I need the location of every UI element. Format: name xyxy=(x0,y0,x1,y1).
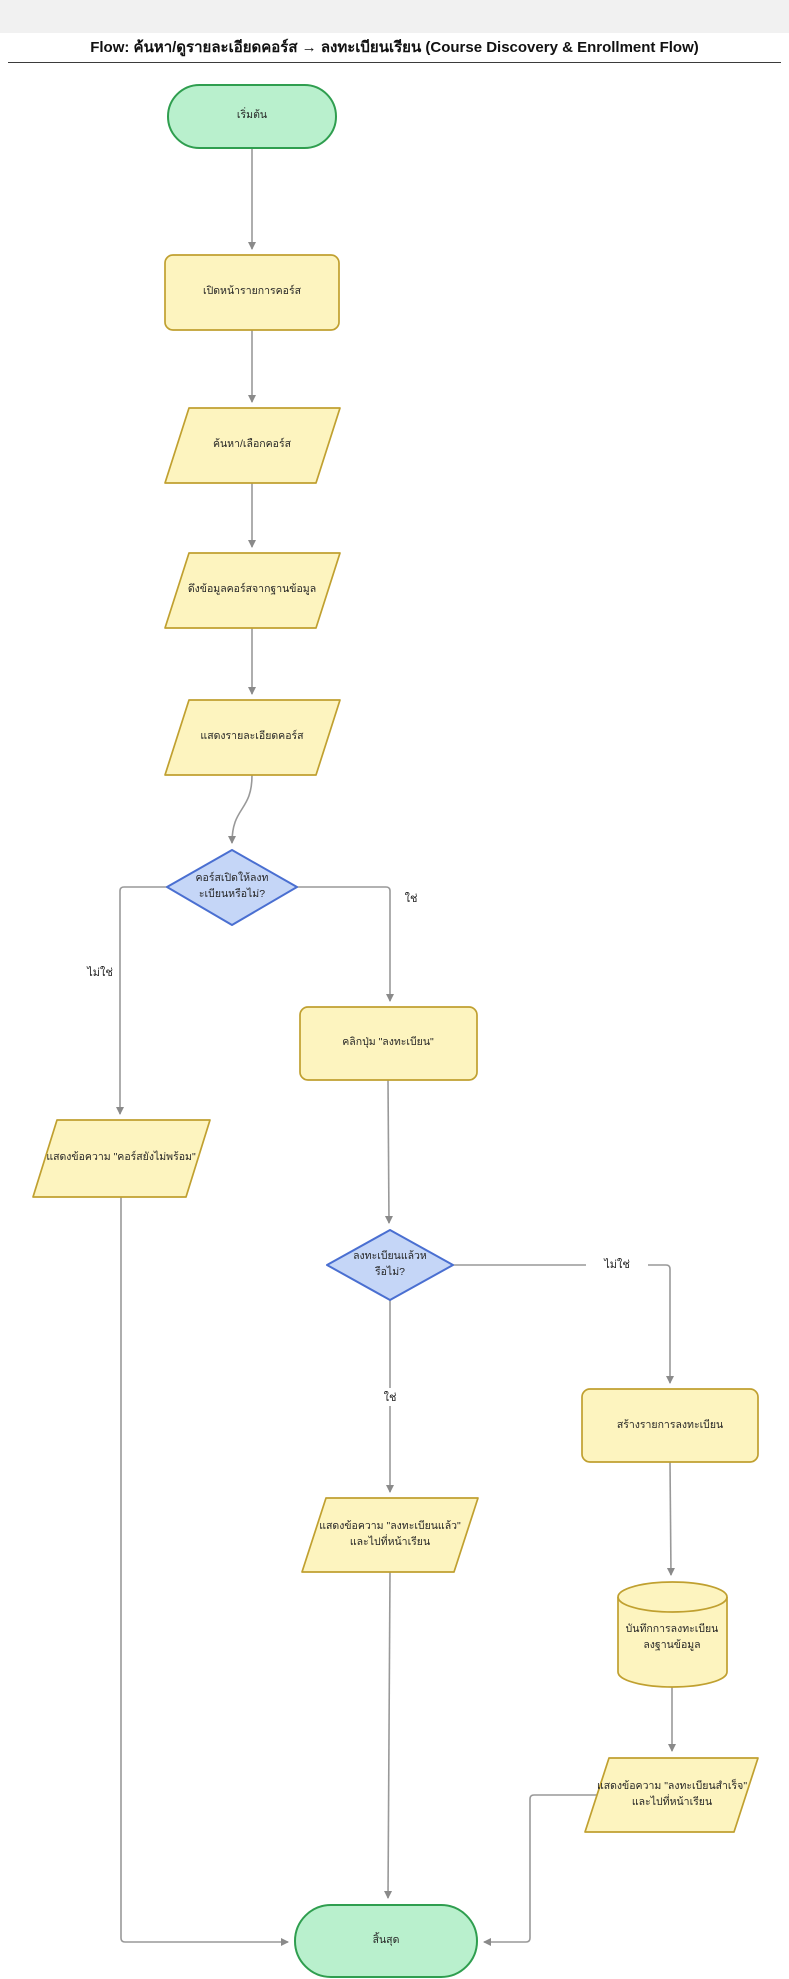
edge-alreadymsg-end xyxy=(384,1571,393,1899)
edge-label-enrolled-yes: ใช่ xyxy=(368,1388,412,1406)
edge-enrolledcheck-no xyxy=(453,1264,674,1384)
node-enroll-success-message-shape xyxy=(584,1757,759,1833)
node-already-enrolled-message-shape xyxy=(301,1497,479,1573)
edge-successmsg-end xyxy=(483,1794,597,1946)
node-create-enrollment-shape xyxy=(581,1388,759,1463)
node-open-course-list-shape xyxy=(164,254,340,331)
decision-course-open-shape xyxy=(166,849,298,926)
edge-clickenroll-enrolledcheck xyxy=(384,1079,393,1224)
edge-label-open-no: ไม่ใช่ xyxy=(87,967,113,979)
node-click-enroll-button-shape xyxy=(299,1006,478,1081)
node-end-shape xyxy=(294,1904,478,1978)
edge-label-open-yes: ใช่ xyxy=(404,893,418,905)
edge-showdetail-opencheck xyxy=(228,774,253,844)
node-start-shape xyxy=(167,84,337,149)
title-divider xyxy=(8,62,781,63)
node-course-not-ready-message-shape xyxy=(32,1119,211,1198)
edge-createenroll-savedb xyxy=(666,1461,675,1576)
edge-label-enrolled-no: ไม่ใช่ xyxy=(586,1255,648,1273)
page-title: Flow: ค้นหา/ดูรายละเอียดคอร์ส → ลงทะเบีย… xyxy=(90,39,699,56)
node-fetch-course-data-shape xyxy=(164,552,341,629)
decision-already-enrolled-shape xyxy=(326,1229,454,1301)
edge-opencheck-yes xyxy=(297,886,394,1002)
database-cylinder-shape xyxy=(617,1581,728,1688)
edge-opencheck-no xyxy=(116,886,167,1115)
node-show-course-detail-shape xyxy=(164,699,341,776)
top-bar xyxy=(0,0,789,33)
database-cylinder-rim xyxy=(617,1596,728,1613)
edge-notready-end xyxy=(120,1197,289,1946)
node-search-select-course-shape xyxy=(164,407,341,484)
